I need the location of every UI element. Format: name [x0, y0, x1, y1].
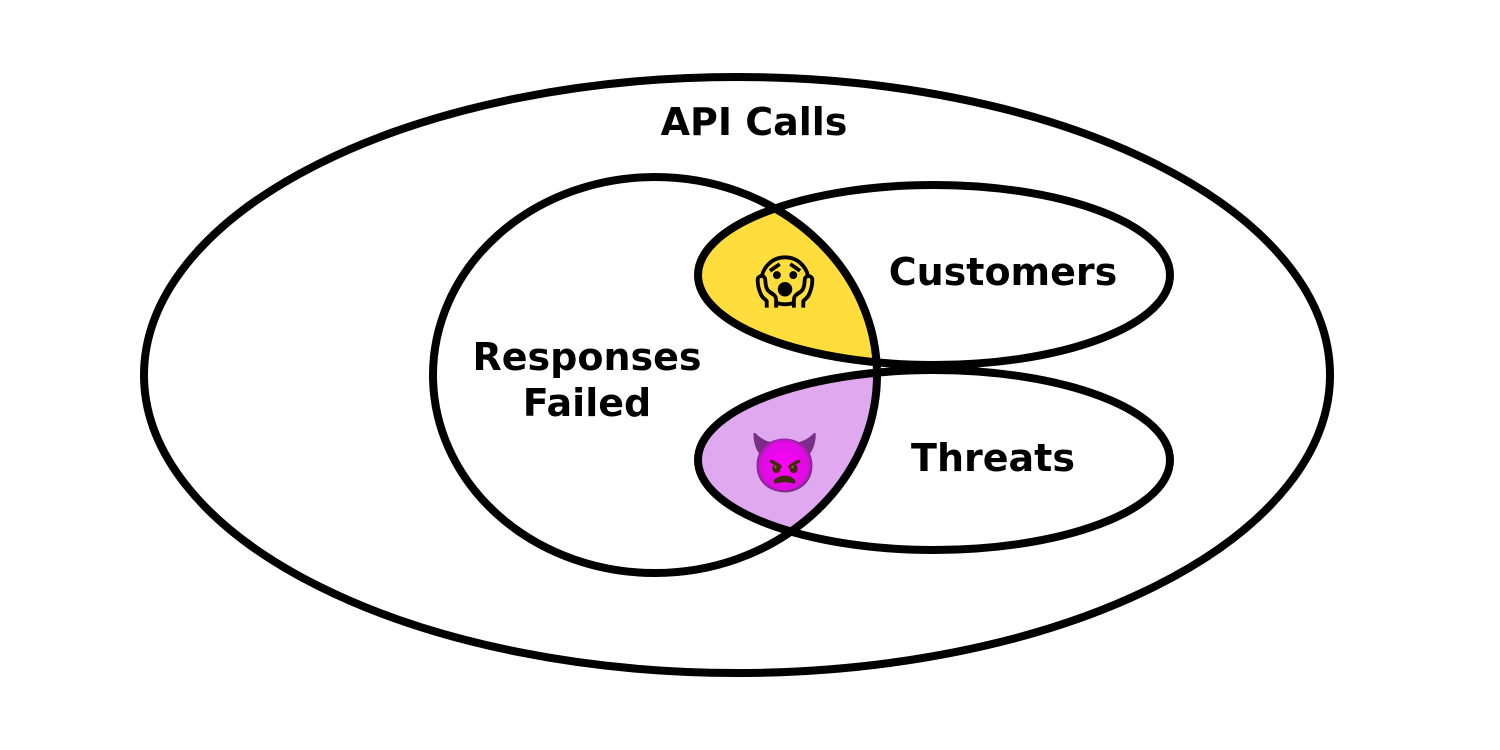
face-screaming-in-fear-icon: 😱 — [755, 248, 815, 316]
threats-ellipse — [694, 366, 1174, 554]
customers-ellipse — [694, 181, 1174, 369]
responses-failed-label-line1: Responses — [472, 335, 701, 379]
threats-label: Threats — [911, 436, 1075, 480]
api-calls-ellipse — [140, 73, 1334, 677]
angry-devil-icon: 👿 — [749, 429, 821, 497]
intersection-failed-threats — [698, 370, 877, 550]
api-calls-label: API Calls — [661, 100, 848, 144]
responses-failed-label-line2: Failed — [523, 381, 651, 425]
customers-label: Customers — [889, 250, 1118, 294]
